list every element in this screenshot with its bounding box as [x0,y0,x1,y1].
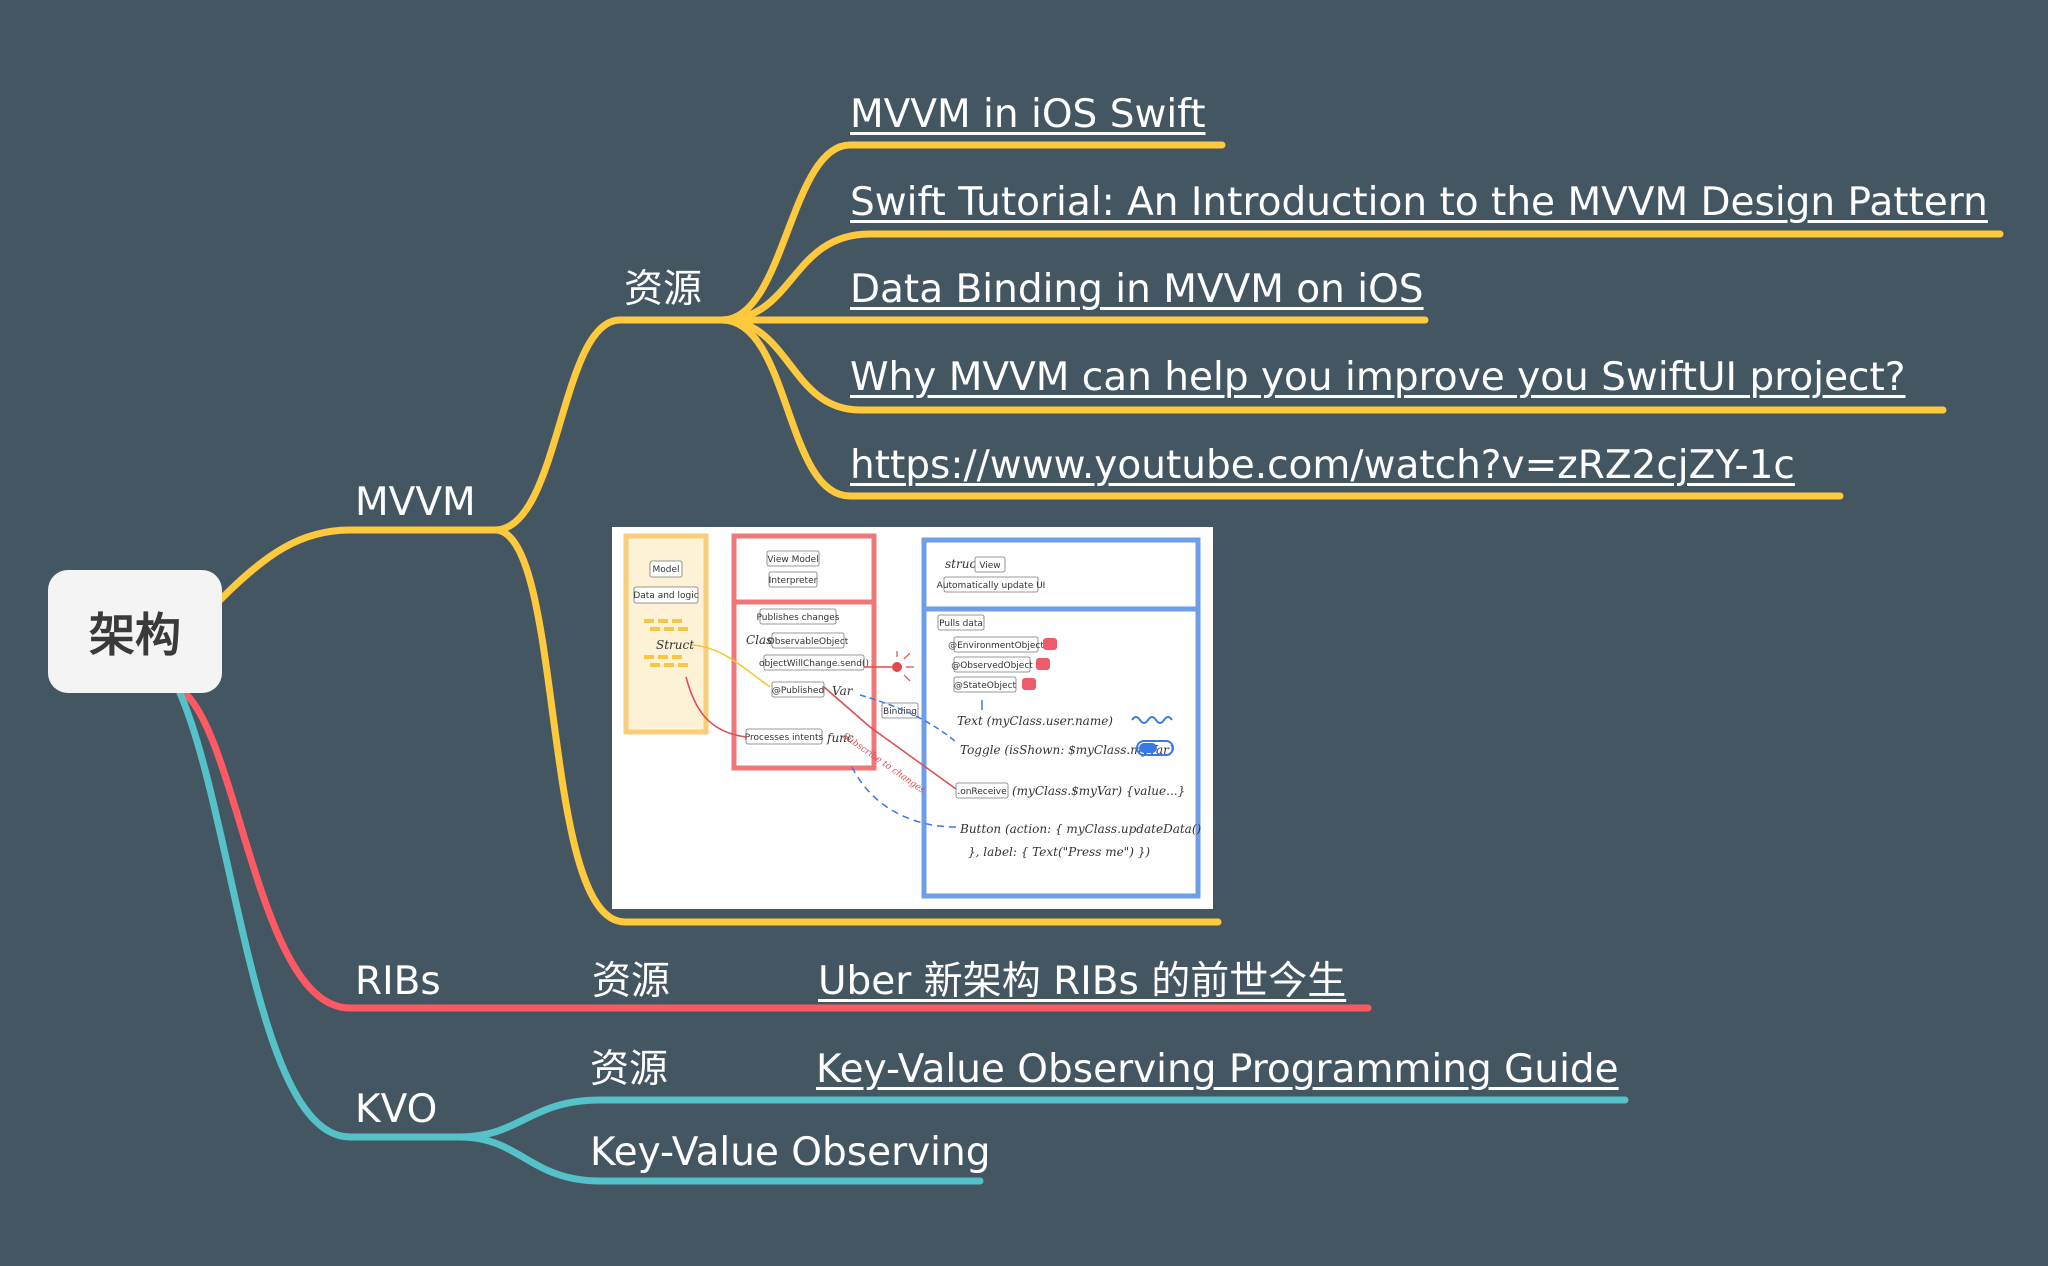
diagram-on-receive: .onReceive [957,787,1007,797]
branch-kvo-child [456,1133,984,1185]
diagram-observed-object: @ObservedObject [951,661,1033,671]
diagram-struct: Struct [656,638,694,652]
link-kvo-guide[interactable]: Key-Value Observing Programming Guide [816,1047,1619,1092]
branch-root-mvvm [216,526,499,604]
branch-resource-link-4 [718,316,1947,414]
diagram-data-logic: Data and logic [633,591,698,601]
diagram-pulls: Pulls data [939,619,983,629]
link-uber-ribs[interactable]: Uber 新架构 RIBs 的前世今生 [818,959,1347,1004]
topic-kvo-resources[interactable]: 资源 [590,1047,669,1092]
branch-mvvm-image [491,526,1222,926]
link-swift-tutorial-mvvm[interactable]: Swift Tutorial: An Introduction to the M… [850,180,1988,225]
topic-ribs[interactable]: RIBs [355,959,441,1004]
diagram-publishes: Publishes changes [757,613,840,623]
diagram-text: Text (myClass.user.name) [957,714,1113,728]
diagram-subscribe: Subscribe to changes [840,731,926,796]
branch-resource-link-1 [718,141,1226,324]
link-data-binding-mvvm[interactable]: Data Binding in MVVM on iOS [850,267,1424,312]
link-why-mvvm-swiftui[interactable]: Why MVVM can help you improve you SwiftU… [850,355,1906,400]
diagram-button-label: }, label: { Text("Press me") }) [968,845,1150,859]
diagram-binding: Binding [883,707,917,717]
topic-mvvm-resources[interactable]: 资源 [624,267,703,312]
topic-key-value-observing[interactable]: Key-Value Observing [590,1130,991,1175]
mvvm-diagram-image[interactable]: Model Data and logic Struct View Model I… [612,527,1213,909]
diagram-func: func [826,731,854,745]
diagram-button: Button (action: { myClass.updateData() [959,822,1202,836]
topic-kvo[interactable]: KVO [355,1087,438,1132]
diagram-env-object: @EnvironmentObject [948,641,1044,651]
diagram-will-change: objectWillChange.send() [759,659,869,669]
diagram-on-receive-args: (myClass.$myVar) {value...} [1012,784,1185,798]
branch-root-ribs [181,689,1372,1012]
link-mvvm-in-ios-swift[interactable]: MVVM in iOS Swift [850,92,1206,137]
branch-root-kvo [176,689,464,1141]
branch-resource-link-5 [718,316,1844,500]
diagram-var: Var [832,684,854,698]
branch-mvvm-resources [491,316,726,534]
diagram-class: Class [746,633,779,647]
diagram-model: Model [652,565,679,575]
root-node[interactable]: 架构 [48,570,222,693]
branch-kvo-resources [456,1096,1629,1141]
diagram-state-object: @StateObject [954,681,1017,691]
diagram-interpreter: Interpreter [769,576,818,586]
topic-mvvm[interactable]: MVVM [355,480,476,525]
diagram-observable: ObservableObject [768,637,849,647]
diagram-toggle: Toggle (isShown: $myClass.myVar) [960,743,1174,757]
diagram-auto-update: Automatically update UI [937,581,1046,591]
diagram-view: View [979,561,1000,571]
diagram-view-model: View Model [767,555,818,565]
link-youtube-video[interactable]: https://www.youtube.com/watch?v=zRZ2cjZY… [850,443,1795,488]
diagram-processes: Processes intents [745,733,824,743]
diagram-published: @Published [772,686,824,696]
topic-ribs-resources[interactable]: 资源 [592,959,671,1004]
branch-resource-link-2 [718,230,2004,324]
diagram-struct-2: struct [945,557,981,571]
